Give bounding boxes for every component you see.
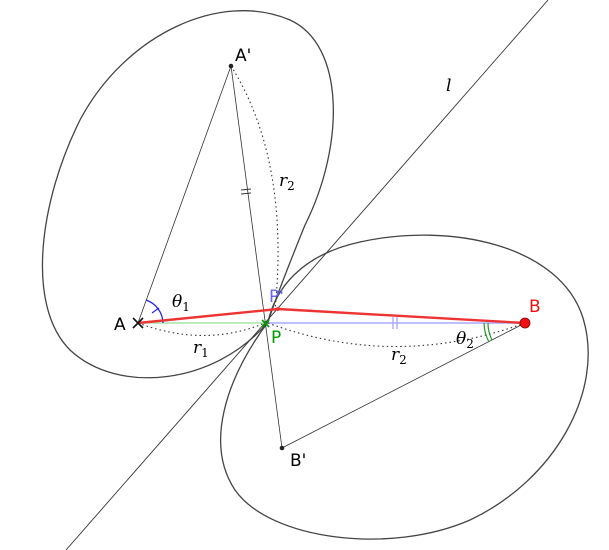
angle-theta2-mark-inner: [483, 322, 490, 343]
arc-r1: [137, 322, 266, 337]
segment-Bprime-B: [281, 322, 526, 449]
point-Bprime: [279, 445, 285, 451]
upper-oval-curve: [41, 10, 334, 379]
label-r2-lower: r2: [391, 345, 407, 367]
label-theta1: θ1: [172, 292, 190, 314]
label-A: A: [114, 315, 126, 335]
point-Aprime: [228, 63, 234, 69]
label-theta2: θ2: [456, 329, 474, 351]
arc-r2-lower: [267, 322, 526, 347]
label-r1: r1: [193, 338, 209, 360]
label-Pprime: P': [269, 287, 284, 307]
point-B: [519, 317, 531, 329]
angle-theta2-mark: [487, 322, 493, 341]
label-Bprime: B': [290, 451, 306, 471]
label-r2-upper: r2: [279, 171, 295, 193]
refraction-path: [137, 307, 526, 325]
label-P: P: [271, 328, 281, 348]
arc-r2-upper: [230, 65, 279, 311]
point-A-cross: [132, 317, 144, 329]
point-P-cross: [261, 319, 270, 328]
label-line-l: l: [446, 76, 451, 96]
tick-mark-Aprime-P: [240, 188, 252, 195]
tangent-line-l: [65, 0, 549, 550]
segment-Aprime-Bprime: [230, 65, 283, 449]
label-B: B: [529, 297, 541, 317]
angle-theta1-tick: [151, 307, 160, 314]
segment-A-Aprime: [137, 65, 232, 324]
lower-oval-curve: [220, 234, 589, 540]
point-Pprime: [276, 307, 280, 311]
label-Aprime: A': [235, 46, 251, 66]
